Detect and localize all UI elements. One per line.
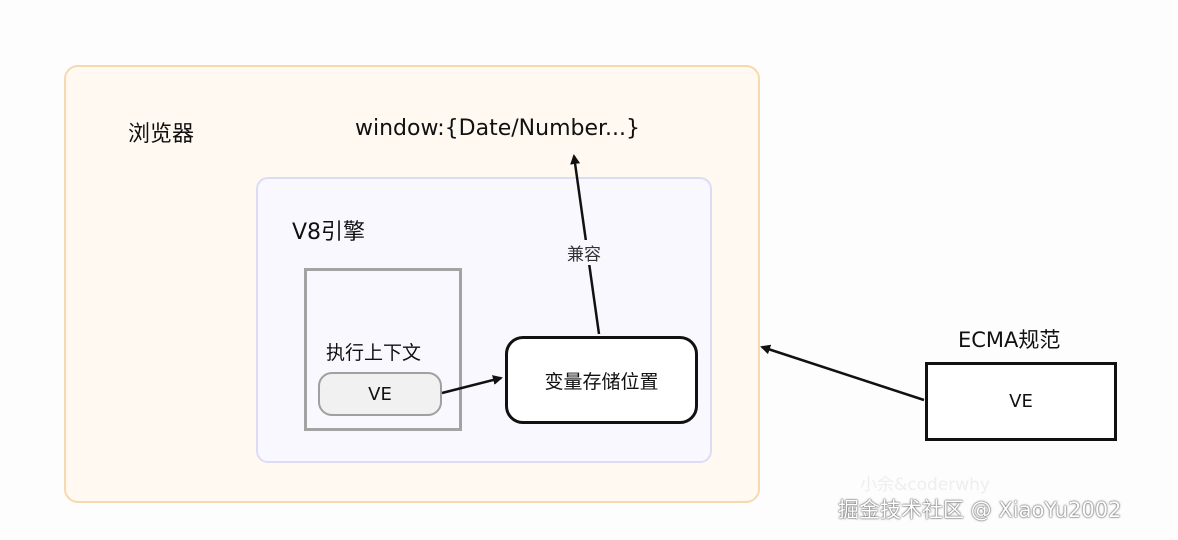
variable-storage-label: 变量存储位置 (544, 370, 659, 393)
ecma-ve-node: VE (925, 362, 1117, 441)
variable-storage-node: 变量存储位置 (505, 336, 698, 424)
v8-engine-label: V8引擎 (292, 220, 366, 245)
watermark: 掘金技术社区 @ XiaoYu2002 (838, 498, 1122, 522)
context-ve-node: VE (318, 372, 442, 416)
execution-context-label: 执行上下文 (326, 342, 422, 364)
context-ve-label: VE (368, 383, 392, 405)
arrow-ecma-to-browser (760, 344, 925, 402)
arrow-ve-to-storage (441, 375, 503, 395)
window-object-label: window:{Date/Number...} (355, 116, 641, 141)
ecma-ve-label: VE (1009, 391, 1033, 412)
browser-label: 浏览器 (128, 122, 195, 147)
compat-label: 兼容 (565, 240, 603, 265)
watermark-faint: 小余&coderwhy (860, 475, 990, 495)
ecma-spec-title: ECMA规范 (958, 328, 1061, 352)
